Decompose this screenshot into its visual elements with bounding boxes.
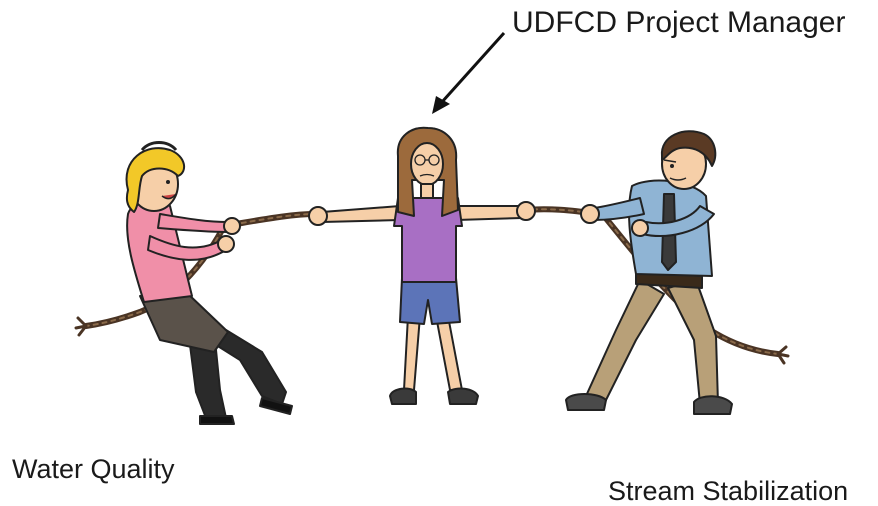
project-manager-figure <box>308 126 536 405</box>
water-quality-label: Water Quality <box>12 454 175 484</box>
arrow-down-left-icon <box>432 31 506 114</box>
man-stream-stabilization-figure <box>565 130 733 415</box>
woman-water-quality-figure <box>125 141 293 425</box>
project-manager-label: UDFCD Project Manager <box>512 6 846 39</box>
stream-stabilization-label: Stream Stabilization <box>608 476 849 506</box>
